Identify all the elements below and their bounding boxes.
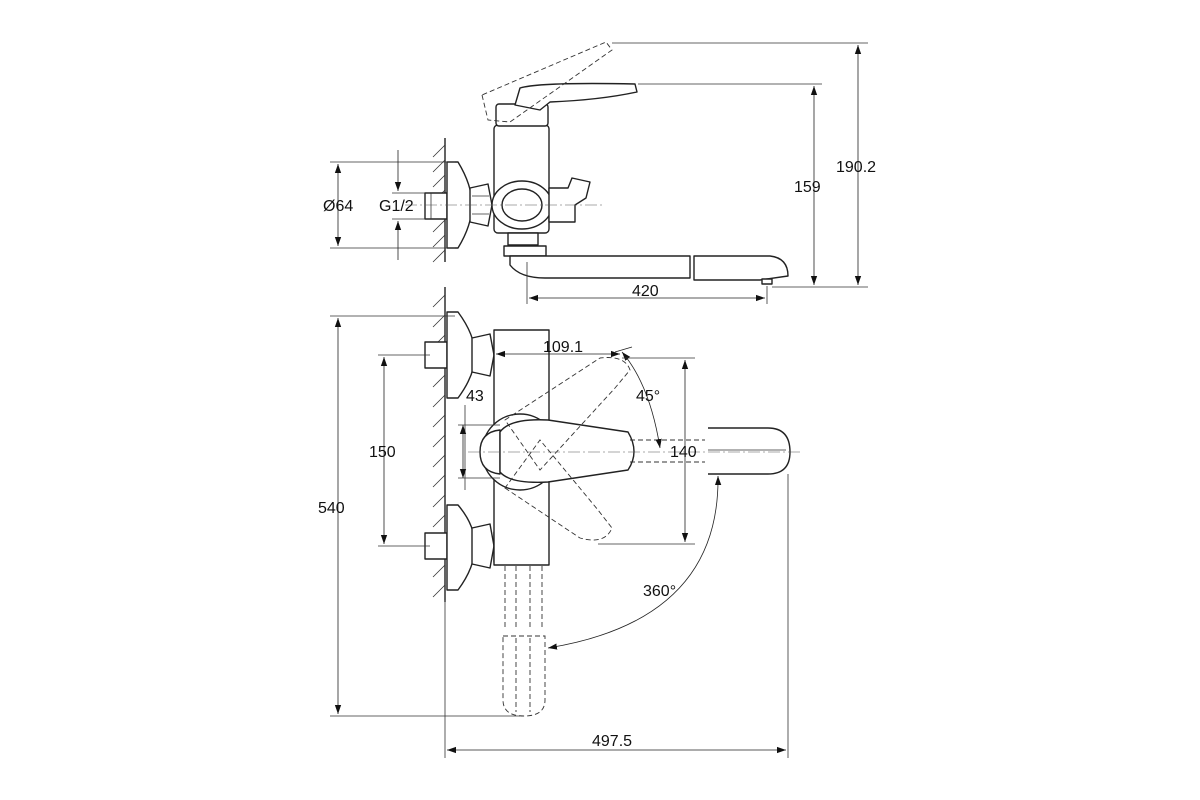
spout-tip-right <box>708 427 791 475</box>
dim-flange-diameter: Ø64 <box>323 198 353 215</box>
dim-body-height: 540 <box>318 500 345 517</box>
shower-outlet-side <box>548 177 591 223</box>
spout-collar-ring <box>503 245 547 257</box>
dim-spout-rotation: 360° <box>643 583 676 600</box>
side-view: 190.2 159 Ø64 G1/2 420 <box>323 41 876 304</box>
spout-side-right <box>693 255 789 281</box>
spout-collar-top <box>507 232 539 246</box>
front-view: 109.1 45° 43 140 150 540 360° 497.5 <box>318 287 800 758</box>
lever-angle-tick <box>614 346 633 353</box>
dim-arc-lever-angle <box>621 351 662 449</box>
dim-lever-reach: 109.1 <box>543 339 583 356</box>
dim-thread: G1/2 <box>379 198 414 215</box>
spout-down-ghost <box>504 566 543 628</box>
lever-front <box>499 419 635 483</box>
dim-overall-height: 190.2 <box>836 159 876 176</box>
connector-nut-lower <box>471 523 495 569</box>
wall-flange-lower <box>446 504 476 591</box>
dim-inlet-spacing: 150 <box>369 444 396 461</box>
connector-nut-upper <box>471 333 495 377</box>
wall-hatching-front <box>432 294 446 598</box>
dim-spout-length: 420 <box>632 283 659 300</box>
dim-spout-height: 159 <box>794 179 821 196</box>
aerator-side <box>761 278 773 285</box>
dim-lever-angle: 45° <box>636 388 660 405</box>
spout-side-left <box>509 255 691 279</box>
dim-arc-spout-rotation <box>547 475 722 650</box>
spout-tip-down-ghost <box>502 635 546 717</box>
dim-handle-offset: 43 <box>466 388 484 405</box>
dim-overall-width: 497.5 <box>592 733 632 750</box>
dim-swing-depth: 140 <box>670 444 697 461</box>
inlet-pipe-top <box>424 192 448 220</box>
lever-side <box>514 82 638 111</box>
wall-flange-upper <box>446 311 476 399</box>
